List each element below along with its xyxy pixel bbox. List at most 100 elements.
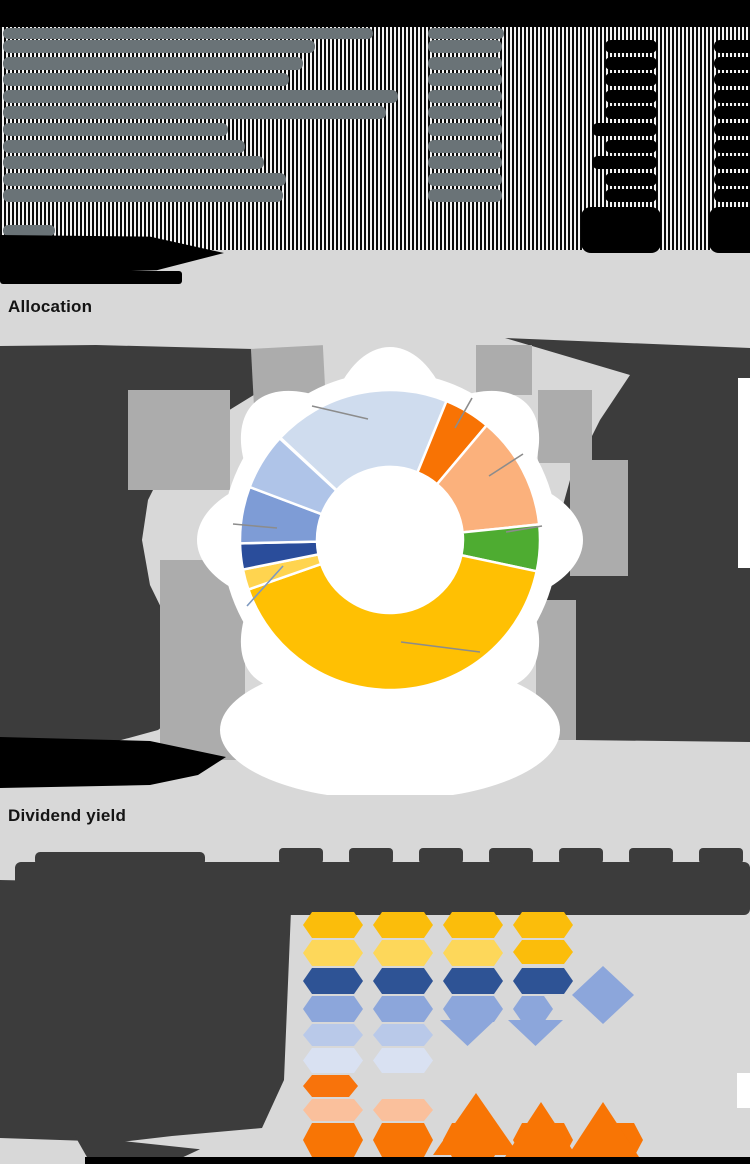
holdings-row-value1-redacted [605,140,657,153]
holdings-row-value2-redacted [714,57,750,70]
holdings-row-value1-redacted [605,57,657,70]
dividend-cell-r7c1 [303,1075,358,1097]
dividend-cell-r9c2 [373,1123,433,1157]
dividend-shape-artifact [433,1093,519,1155]
holdings-row-value2-redacted [714,156,750,169]
holdings-row-value1-redacted [592,156,657,169]
white-notch [737,1073,750,1108]
holdings-row-sector-redacted [428,123,502,136]
holdings-row-value2-redacted [714,73,750,86]
holdings-row-sector-redacted [428,73,502,86]
holdings-table [0,0,750,300]
donut-segment-1 [279,388,448,492]
dividend-col-header-tip-redacted [489,848,533,864]
holdings-row-value2-redacted [714,173,750,186]
holdings-row-sector-redacted [428,40,502,53]
dividend-cell-r2c1 [303,940,363,966]
dividend-col-header-tip-redacted [629,848,673,864]
dividend-cell-r5c1 [303,1024,363,1046]
callout-line [246,565,284,607]
dividend-cell-r6c2 [373,1048,433,1073]
dividend-cell-r2c2 [373,940,433,966]
holdings-row-name-redacted [3,140,245,153]
dividend-cell-r6c1 [303,1048,363,1073]
dividend-col-header-tip-redacted [349,848,393,864]
holdings-header-bar-redacted [428,28,504,39]
dividend-cell-r4c1 [303,996,363,1022]
holdings-total-value1-redacted [581,207,661,253]
holdings-row-value1-redacted [605,173,657,186]
dividend-cell-r4c4 [513,996,553,1022]
dividend-cell-r3c1 [303,968,363,994]
dividend-shape-artifact [513,940,573,964]
dividend-cell-r8c2 [373,1099,433,1121]
gray-patch [570,460,628,576]
top-black-band [0,0,750,27]
dividend-cell-r5c2 [373,1024,433,1046]
holdings-row-name-redacted [3,189,283,202]
callout-line [505,525,543,533]
dividend-cell-r3c3 [443,968,503,994]
dividend-shape-artifact [572,966,634,1024]
callout-line [400,641,481,653]
callout-line [232,523,278,529]
holdings-row-name-redacted [3,57,303,70]
dividend-cell-r1c2 [373,912,433,938]
holdings-row-name-redacted [3,123,228,136]
holdings-row-name-redacted [3,106,386,119]
holdings-row-value1-redacted [592,123,657,136]
holdings-row-value2-redacted [714,189,750,202]
dividend-cell-r3c4 [513,968,573,994]
dividend-cell-r2c3 [443,940,503,966]
holdings-row-sector-redacted [428,156,502,169]
dividend-cell-r1c3 [443,912,503,938]
holdings-footnote-redacted [0,271,182,284]
dividend-cell-r4c2 [373,996,433,1022]
holdings-row-name-redacted [3,90,398,103]
dividend-cell-r3c2 [373,968,433,994]
holdings-row-sector-redacted [428,173,502,186]
holdings-row-sector-redacted [428,189,502,202]
gray-patch [128,390,230,490]
holdings-row-value1-redacted [605,73,657,86]
holdings-row-value2-redacted [714,140,750,153]
holdings-total-label-redacted [3,225,55,236]
holdings-row-value2-redacted [714,90,750,103]
holdings-row-sector-redacted [428,140,502,153]
dividend-col-header-tip-redacted [559,848,603,864]
dividend-cell-r8c1 [303,1099,363,1121]
allocation-chart-section [0,330,750,795]
holdings-row-name-redacted [3,173,286,186]
allocation-heading: Allocation [8,297,93,316]
dividend-cell-r4c3 [443,996,503,1022]
dividend-col-header-tip-redacted [419,848,463,864]
gray-patch [476,345,532,395]
callout-line [454,397,473,429]
holdings-row-value1-redacted [605,40,657,53]
white-petal-bottom [220,660,560,795]
holdings-row-name-redacted [3,156,264,169]
bottom-caption-bar-redacted [85,1157,750,1164]
holdings-header-bar-redacted [3,28,373,39]
holdings-row-sector-redacted [428,57,502,70]
holdings-row-name-redacted [3,73,289,86]
donut-segment-5 [247,553,538,692]
holdings-row-value2-redacted [714,106,750,119]
dividend-cell-r1c4 [513,912,573,938]
white-sliver [738,378,750,568]
dividend-row-labels-redacted [0,880,292,1142]
dividend-cell-r9c1 [303,1123,363,1157]
holdings-row-value1-redacted [605,189,657,202]
dividend-col-header-tip-redacted [279,848,323,864]
dividend-col-header-tip-redacted [699,848,743,864]
holdings-row-sector-redacted [428,106,502,119]
holdings-row-value1-redacted [605,90,657,103]
gray-patch [538,390,592,463]
holdings-row-name-redacted [3,40,315,53]
holdings-row-value1-redacted [605,106,657,119]
dividend-shape-artifact [440,1020,495,1046]
allocation-donut-chart [197,347,583,795]
holdings-row-value2-redacted [714,123,750,136]
